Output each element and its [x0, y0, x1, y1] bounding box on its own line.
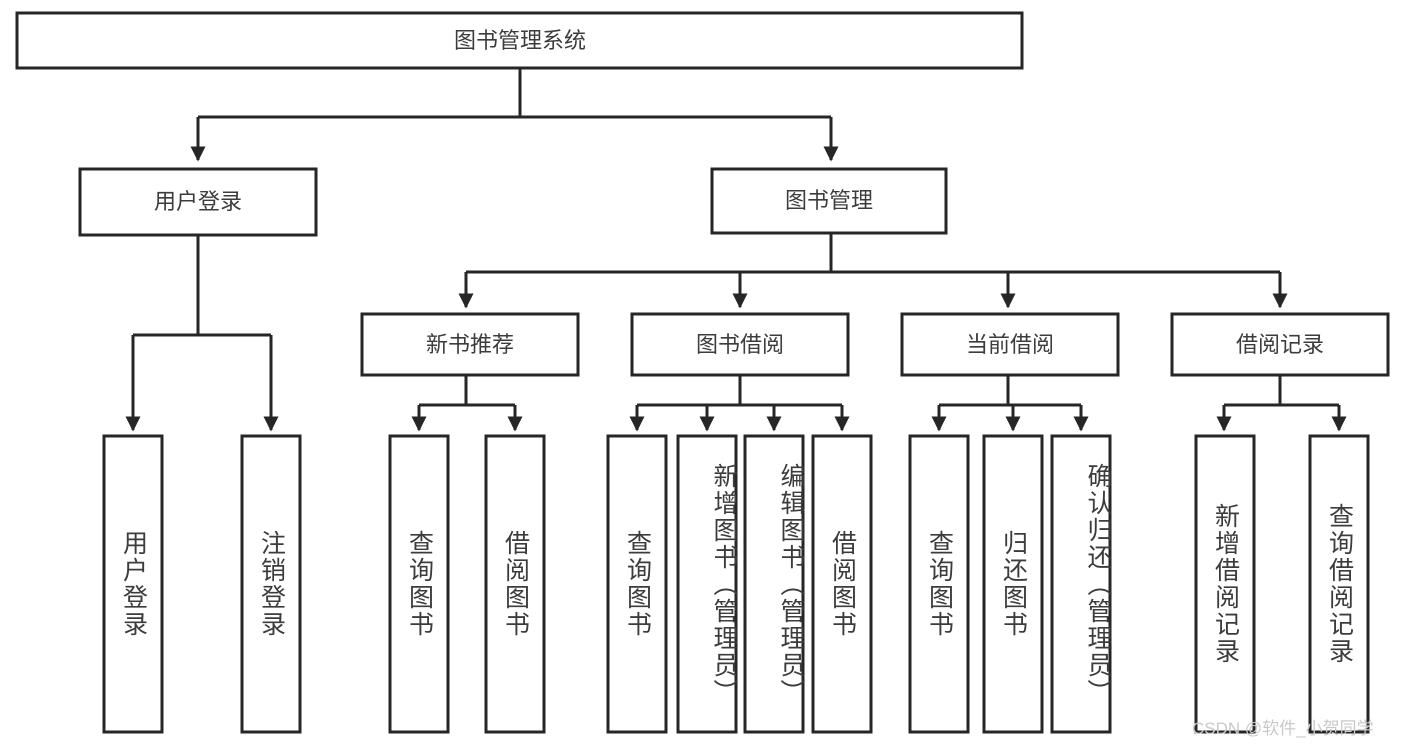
edge-group-current-borrow [931, 375, 1089, 432]
edge-group-book-borrow [629, 375, 850, 432]
node-borrow-record-label: 借阅记录 [1236, 332, 1324, 357]
node-book-borrow-box[interactable] [630, 312, 850, 377]
node-user-login[interactable]: 用户登录 [78, 167, 318, 237]
leaf-label-new-book-1: 借阅图书 [501, 530, 530, 638]
leaf-label-borrow-record-1: 查询借阅记录 [1325, 503, 1354, 665]
node-book-borrow[interactable]: 图书借阅 [630, 312, 850, 377]
leaf-box-borrow-record-0[interactable] [1194, 434, 1256, 734]
leaf-box-current-borrow-1[interactable] [982, 434, 1044, 734]
leaf-label-borrow-record-0: 新增借阅记录 [1211, 503, 1240, 665]
leaf-box-new-book-1[interactable] [484, 434, 546, 734]
leaf-box-book-borrow-0[interactable] [606, 434, 668, 734]
node-new-book-recommend-label: 新书推荐 [426, 332, 514, 357]
leaf-label-user-login-1: 注销登录 [257, 530, 286, 638]
node-root[interactable]: 图书管理系统 [15, 11, 1024, 70]
edge-group-borrow-record [1216, 375, 1347, 432]
leaf-box-borrow-record-1[interactable] [1308, 434, 1370, 734]
node-current-borrow-label: 当前借阅 [966, 332, 1054, 357]
leaf-boxes [102, 434, 1370, 734]
leaf-box-current-borrow-2[interactable] [1050, 434, 1112, 734]
node-new-book-recommend-box[interactable] [360, 312, 580, 377]
node-current-borrow[interactable]: 当前借阅 [900, 312, 1120, 377]
leaf-box-book-borrow-1[interactable] [676, 434, 738, 734]
leaf-label-book-borrow-3: 借阅图书 [828, 530, 857, 638]
leaf-box-new-book-0[interactable] [388, 434, 450, 734]
leaf-label-book-borrow-2: 编辑图书（管理员） [777, 462, 805, 706]
csdn-watermark: CSDN @软件_小贺同学 [1192, 719, 1374, 738]
node-root-box[interactable] [15, 11, 1024, 70]
node-borrow-record[interactable]: 借阅记录 [1170, 312, 1390, 377]
node-user-login-label: 用户登录 [154, 189, 242, 214]
leaf-label-book-borrow-1: 新增图书（管理员） [710, 462, 738, 706]
node-borrow-record-box[interactable] [1170, 312, 1390, 377]
leaf-label-current-borrow-0: 查询图书 [925, 530, 954, 638]
leaf-label-current-borrow-1: 归还图书 [999, 530, 1028, 638]
node-book-borrow-label: 图书借阅 [696, 332, 784, 357]
node-root-label: 图书管理系统 [454, 28, 586, 53]
node-user-login-box[interactable] [78, 167, 318, 237]
leaf-label-user-login-0: 用户登录 [119, 530, 148, 638]
edge-group-book-manage [458, 233, 1288, 309]
edge-group-new-book [411, 375, 523, 432]
node-new-book-recommend[interactable]: 新书推荐 [360, 312, 580, 377]
leaf-box-user-login-0[interactable] [102, 434, 164, 734]
leaf-box-user-login-1[interactable] [240, 434, 302, 734]
edge-group-user-login [125, 235, 279, 432]
edge-group-root [190, 68, 839, 162]
leaf-label-current-borrow-2: 确认归还（管理员） [1084, 462, 1112, 706]
leaf-box-book-borrow-2[interactable] [743, 434, 805, 734]
node-current-borrow-box[interactable] [900, 312, 1120, 377]
leaf-box-current-borrow-0[interactable] [908, 434, 970, 734]
node-book-manage-box[interactable] [710, 167, 948, 235]
leaf-label-new-book-0: 查询图书 [405, 530, 434, 638]
node-book-manage-label: 图书管理 [785, 188, 873, 213]
leaf-label-book-borrow-0: 查询图书 [623, 530, 652, 638]
leaf-box-book-borrow-3[interactable] [811, 434, 873, 734]
node-book-manage[interactable]: 图书管理 [710, 167, 948, 235]
